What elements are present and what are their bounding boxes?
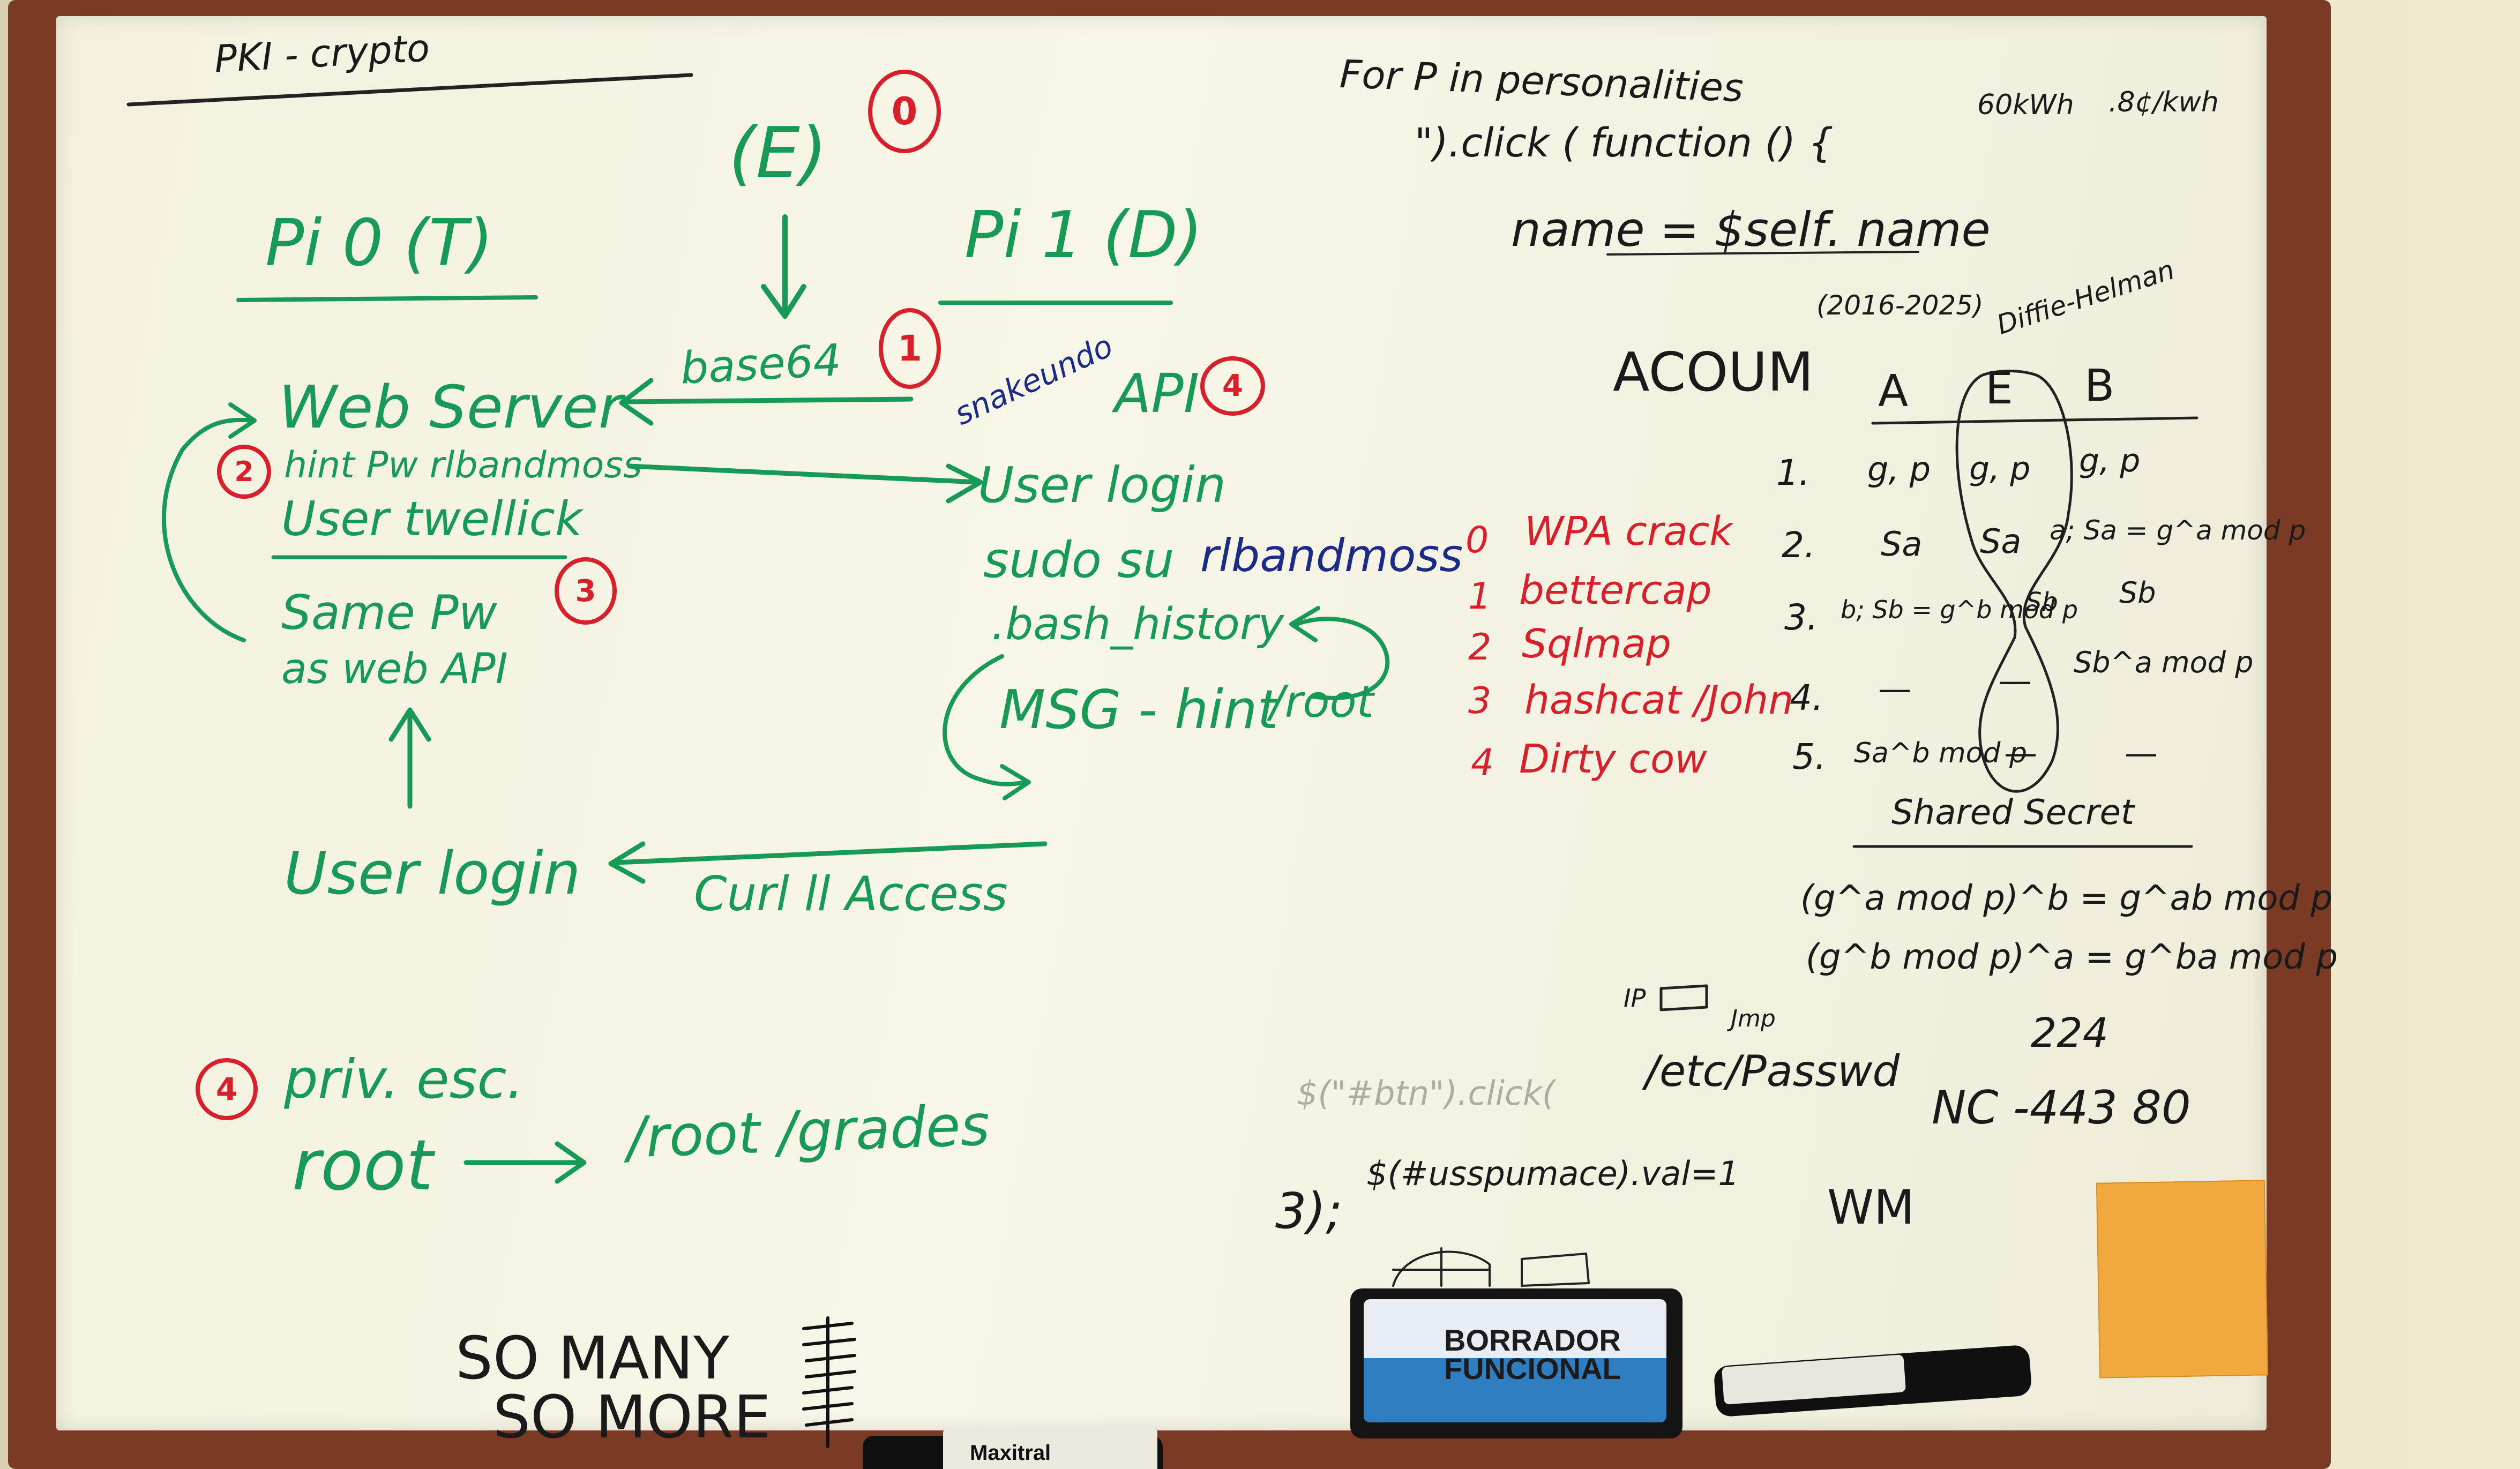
tool-2-num: 2 <box>1468 626 1492 669</box>
self-name-line: name = $self. name <box>1511 202 1991 257</box>
dh-row4-b: Sb^a mod p <box>2074 646 2254 679</box>
tool-1-name: bettercap <box>1519 567 1712 613</box>
dh-row3-a: b; Sb = g^b mod p <box>1841 595 2078 624</box>
dh-row5-b: — <box>2125 733 2158 773</box>
msg-hint-label: MSG - hint <box>999 678 1278 741</box>
dh-row3-e: Sb <box>2025 587 2058 617</box>
dh-row5-num: 5. <box>1792 736 1826 777</box>
dh-header-a: A <box>1878 366 1909 417</box>
user-twellick-label: User twellick <box>281 491 582 546</box>
etc-passwd-label: /etc/Passwd <box>1645 1046 1900 1096</box>
jmp-label: Jmp <box>1731 1005 1776 1032</box>
dh-row2-b: a; Sa = g^a mod p <box>2050 515 2306 546</box>
dh-row2-a: Sa <box>1881 524 1923 564</box>
circle-3: 3 <box>555 557 617 625</box>
pi0-heading: Pi 0 (T) <box>265 206 493 281</box>
sudo-su-label: sudo su <box>983 531 1175 589</box>
dh-row5-a: Sa^b mod p <box>1854 737 2027 769</box>
circle-2: 2 <box>217 445 271 499</box>
root-grades-label: /root /grades <box>626 1092 991 1171</box>
three-paren: 3); <box>1275 1182 1343 1240</box>
tool-4-num: 4 <box>1471 741 1494 784</box>
priv-esc-label: priv. esc. <box>284 1048 524 1111</box>
dh-row3-b: Sb <box>2119 576 2156 610</box>
wm-label: WM <box>1827 1180 1915 1235</box>
dh-row1-num: 1. <box>1776 452 1810 493</box>
kwh-label: 60kWh <box>1977 89 2074 121</box>
click-function-line: ").click ( function () { <box>1415 120 1834 166</box>
eraser-label: BORRADOR FUNCIONAL <box>1364 1299 1666 1422</box>
dh-row4-a: — <box>1878 669 1911 708</box>
circle-api: 4 <box>1200 356 1265 416</box>
dh-row1-b: g, p <box>2079 442 2141 479</box>
dh-row4-num: 4. <box>1790 677 1823 718</box>
nc-command-label: NC -443 80 <box>1932 1081 2191 1135</box>
bash-history-label: .bash_history <box>991 599 1284 650</box>
dh-header-b: B <box>2084 361 2115 411</box>
web-server-label: Web Server <box>279 373 623 441</box>
kwh-rate-label: .8¢/kwh <box>2108 86 2219 118</box>
pi1-heading: Pi 1 (D) <box>964 198 1203 273</box>
ip-label: IP <box>1624 984 1646 1013</box>
dh-equation-2: (g^b mod p)^a = g^ba mod p <box>1806 938 2338 977</box>
dollar-line: $(#usspumace).val=1 <box>1366 1154 1739 1193</box>
so-many-label: SO MANY <box>455 1324 730 1392</box>
base64-label: base64 <box>679 335 843 394</box>
dh-row2-e: Sa <box>1980 522 2022 561</box>
tool-4-name: Dirty cow <box>1519 736 1707 782</box>
dh-row4-e: — <box>1999 661 2032 700</box>
circle-4-priv: 4 <box>196 1058 258 1120</box>
tool-3-num: 3 <box>1468 680 1492 722</box>
sticky-note <box>2096 1180 2269 1378</box>
board-title: PKI - crypto <box>213 26 431 81</box>
dh-row3-num: 3. <box>1784 597 1818 638</box>
eraser-blue-band <box>1364 1358 1666 1422</box>
sudo-user-label: rlbandmoss <box>1200 529 1463 582</box>
circle-1: 1 <box>879 308 941 389</box>
label-e: (E) <box>729 112 827 193</box>
tool-0-num: 0 <box>1465 519 1489 561</box>
number-224: 224 <box>2031 1009 2109 1056</box>
user-login-left: User login <box>284 839 581 908</box>
hint-pw-label: hint Pw rlbandmoss <box>284 444 642 486</box>
same-pw-label: Same Pw <box>281 585 497 640</box>
tool-2-name: Sqlmap <box>1522 621 1671 667</box>
tool-0-name: WPA crack <box>1524 508 1733 554</box>
eraser-title: BORRADOR FUNCIONAL <box>1444 1323 1621 1386</box>
curl-access-label: Curl ll Access <box>694 866 1008 921</box>
dh-equation-1: (g^a mod p)^b = g^ab mod p <box>1800 879 2332 918</box>
user-login-right: User login <box>978 456 1227 514</box>
root-label: root <box>292 1125 433 1206</box>
faint-click-line: $("#btn").click( <box>1297 1074 1556 1113</box>
marker-bottom-band <box>943 1428 1157 1469</box>
tool-1-num: 1 <box>1468 575 1492 618</box>
dh-row5-e: — <box>2004 733 2037 773</box>
so-more-label: SO MORE <box>493 1383 771 1451</box>
years-label: (2016-2025) <box>1816 290 1984 321</box>
dh-row2-num: 2. <box>1782 524 1815 566</box>
root-dir-label: /root <box>1270 677 1374 728</box>
tool-3-name: hashcat /John <box>1524 677 1794 723</box>
as-web-api-label: as web API <box>281 645 508 693</box>
shared-secret-label: Shared Secret <box>1891 793 2135 833</box>
api-label: API <box>1115 362 1200 425</box>
dh-row1-e: g, p <box>1969 450 2031 488</box>
dh-row1-a: g, p <box>1867 449 1931 489</box>
circle-0: 0 <box>868 70 941 153</box>
marker-brand: Maxitral <box>970 1441 1051 1465</box>
acoum-label: ACOUM <box>1613 341 1814 403</box>
dh-header-e: E <box>1985 363 2013 414</box>
